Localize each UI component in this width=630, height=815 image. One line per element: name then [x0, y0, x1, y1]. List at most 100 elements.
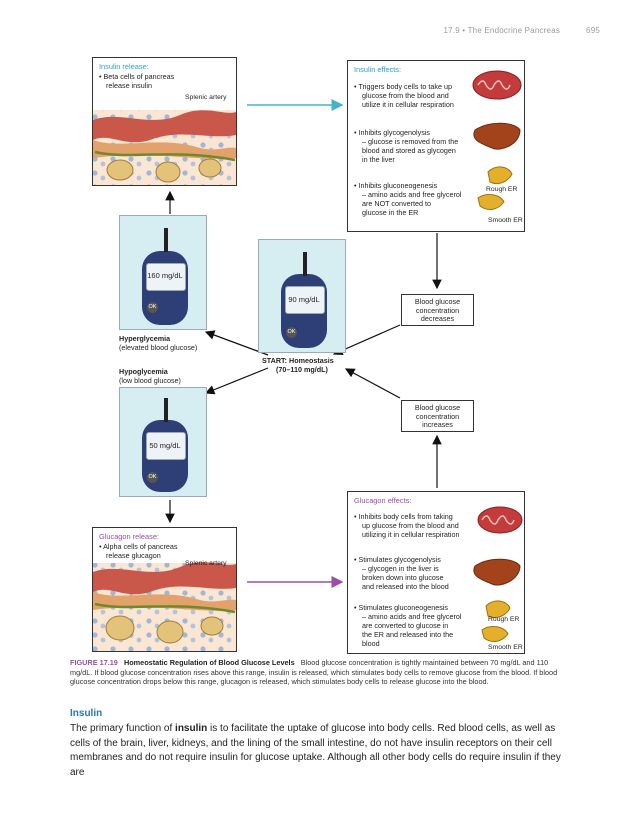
figure-title: Homeostatic Regulation of Blood Glucose … — [123, 658, 295, 667]
rough-er-icon — [487, 166, 513, 185]
figure-text: Blood glucose concentration is tightly m… — [70, 658, 558, 687]
glucose-meter-mid: 90 mg/dL OK — [258, 239, 346, 353]
ge3-l5: blood — [362, 639, 380, 648]
insulin-effect-3: • Inhibits gluconeogenesis – amino acids… — [354, 181, 461, 217]
rough-er-icon-2 — [485, 600, 511, 619]
page-number: 695 — [586, 26, 600, 35]
ie2-l1: • Inhibits glycogenolysis — [354, 128, 431, 137]
ie3-l3: are NOT converted to — [362, 199, 431, 208]
insulin-effect-1: • Triggers body cells to take up glucose… — [354, 82, 454, 109]
section-heading: Insulin — [70, 708, 103, 719]
meter-reading-high: 160 mg/dL — [147, 271, 183, 280]
ge3-l1: • Stimulates gluconeogenesis — [354, 603, 449, 612]
pancreas-tissue-top — [93, 110, 236, 185]
running-title: 17.9 • The Endocrine Pancreas — [443, 26, 561, 35]
ge3-l2: – amino acids and free glycerol — [362, 612, 462, 621]
insulin-release-title: Insulin release: — [99, 62, 149, 71]
glucagon-effect-3: • Stimulates gluconeogenesis – amino aci… — [354, 603, 461, 648]
ge2-l4: and released into the blood — [362, 582, 449, 591]
body-text-2: is to facilitate the uptake of glucose i… — [70, 723, 561, 778]
splenic-artery-label: Splenic artery — [185, 94, 227, 101]
insulin-effects-title: Insulin effects: — [354, 65, 402, 74]
meter-reading-mid: 90 mg/dL — [288, 295, 320, 304]
figure-caption: FIGURE 17.19 Homeostatic Regulation of B… — [70, 658, 570, 687]
insulin-effect-2: • Inhibits glycogenolysis – glucose is r… — [354, 128, 458, 164]
ie1-l1: • Triggers body cells to take up — [354, 82, 452, 91]
start-title: START: Homeostasis — [262, 356, 334, 365]
ok-button-mid: OK — [286, 327, 297, 338]
insulin-release-box: Insulin release: • Beta cells of pancrea… — [92, 57, 237, 186]
ie3-l2: – amino acids and free glycerol — [362, 190, 462, 199]
ie3-l1: • Inhibits gluconeogenesis — [354, 181, 438, 190]
glucagon-release-text: • Alpha cells of pancreas release glucag… — [99, 542, 177, 560]
arrow-start-to-hyper — [204, 330, 269, 356]
smooth-er-icon — [477, 194, 505, 210]
figure-number: FIGURE 17.19 — [70, 658, 118, 667]
glucagon-effect-2: • Stimulates glycogenolysis – glycogen i… — [354, 555, 449, 591]
arrow-start-to-hypo — [204, 367, 269, 395]
ge1-l2: up glucose from the blood and — [362, 521, 459, 530]
hypo-sub: (low blood glucose) — [119, 376, 181, 385]
ge2-l2: – glycogen in the liver is — [362, 564, 439, 573]
glucose-meter-high: 160 mg/dL OK — [119, 215, 207, 330]
hyperglycemia-label: Hyperglycemia (elevated blood glucose) — [119, 334, 197, 352]
body-paragraph: The primary function of insulin is to fa… — [70, 722, 570, 780]
mitochondrion-icon-2 — [477, 506, 523, 534]
ge1-l3: utilizing it in cellular respiration — [362, 530, 460, 539]
ge2-l1: • Stimulates glycogenolysis — [354, 555, 441, 564]
arrow-increase-to-start — [344, 368, 401, 399]
smooth-er-label: Smooth ER — [488, 217, 523, 224]
ie3-l4: glucose in the ER — [362, 208, 419, 217]
glucagon-release-line-2: release glucagon — [106, 551, 161, 560]
hyper-title: Hyperglycemia — [119, 334, 171, 343]
inc-l2: concentration — [415, 411, 460, 421]
rough-er-label-2: Rough ER — [488, 616, 520, 623]
inc-l3: increases — [422, 420, 453, 429]
insulin-release-line-1: • Beta cells of pancreas — [99, 72, 175, 81]
smooth-er-icon-2 — [481, 626, 509, 642]
pancreas-tissue-bottom — [93, 562, 236, 651]
glucagon-release-title: Glucagon release: — [99, 532, 159, 541]
hypo-title: Hypoglycemia — [119, 367, 168, 376]
insulin-effects-box: Insulin effects: • Triggers body cells t… — [347, 60, 525, 232]
dec-l1: Blood glucose — [414, 297, 461, 306]
body-text-1: The primary function of — [70, 723, 176, 734]
rough-er-label: Rough ER — [486, 186, 518, 193]
splenic-artery-label-2: Splenic artery — [185, 560, 227, 567]
ok-button: OK — [147, 302, 158, 313]
ie1-l2: glucose from the blood and — [362, 91, 449, 100]
hyper-sub: (elevated blood glucose) — [119, 343, 198, 352]
ie2-l2: – glucose is removed from the — [362, 137, 459, 146]
glucagon-effect-1: • Inhibits body cells from taking up glu… — [354, 512, 459, 539]
ge3-l4: the ER and released into the — [362, 630, 454, 639]
ge3-l3: are converted to glucose in — [362, 621, 449, 630]
glucose-increases-box: Blood glucose concentration increases — [401, 400, 474, 432]
glucose-meter-low: 50 mg/dL OK — [119, 387, 207, 497]
hypoglycemia-label: Hypoglycemia (low blood glucose) — [119, 367, 181, 385]
ie2-l3: blood and stored as glycogen — [362, 146, 456, 155]
ge1-l1: • Inhibits body cells from taking — [354, 512, 453, 521]
running-header: 17.9 • The Endocrine Pancreas 695 — [444, 26, 600, 35]
dec-l3: decreases — [420, 314, 455, 323]
glucagon-effects-title: Glucagon effects: — [354, 496, 412, 505]
glucagon-effects-box: Glucagon effects: • Inhibits body cells … — [347, 491, 525, 654]
liver-icon-2 — [473, 558, 521, 586]
meter-reading-low: 50 mg/dL — [149, 441, 181, 450]
liver-icon — [473, 122, 521, 150]
dec-l2: concentration — [415, 305, 460, 315]
glucagon-release-line-1: • Alpha cells of pancreas — [99, 542, 178, 551]
insulin-release-text: • Beta cells of pancreas release insulin — [99, 72, 174, 90]
ge2-l3: broken down into glucose — [362, 573, 444, 582]
body-term: insulin — [175, 723, 208, 734]
smooth-er-label-2: Smooth ER — [488, 644, 523, 651]
ie2-l4: in the liver — [362, 155, 395, 164]
insulin-release-line-2: release insulin — [106, 81, 152, 90]
glucagon-release-box: Glucagon release: • Alpha cells of pancr… — [92, 527, 237, 652]
inc-l1: Blood glucose — [414, 403, 461, 412]
start-homeostasis-label: START: Homeostasis (70–110 mg/dL) — [262, 356, 334, 374]
glucose-decreases-box: Blood glucose concentration decreases — [401, 294, 474, 326]
start-sub: (70–110 mg/dL) — [276, 365, 328, 374]
mitochondrion-icon — [472, 70, 522, 100]
ok-button-low: OK — [147, 472, 158, 483]
